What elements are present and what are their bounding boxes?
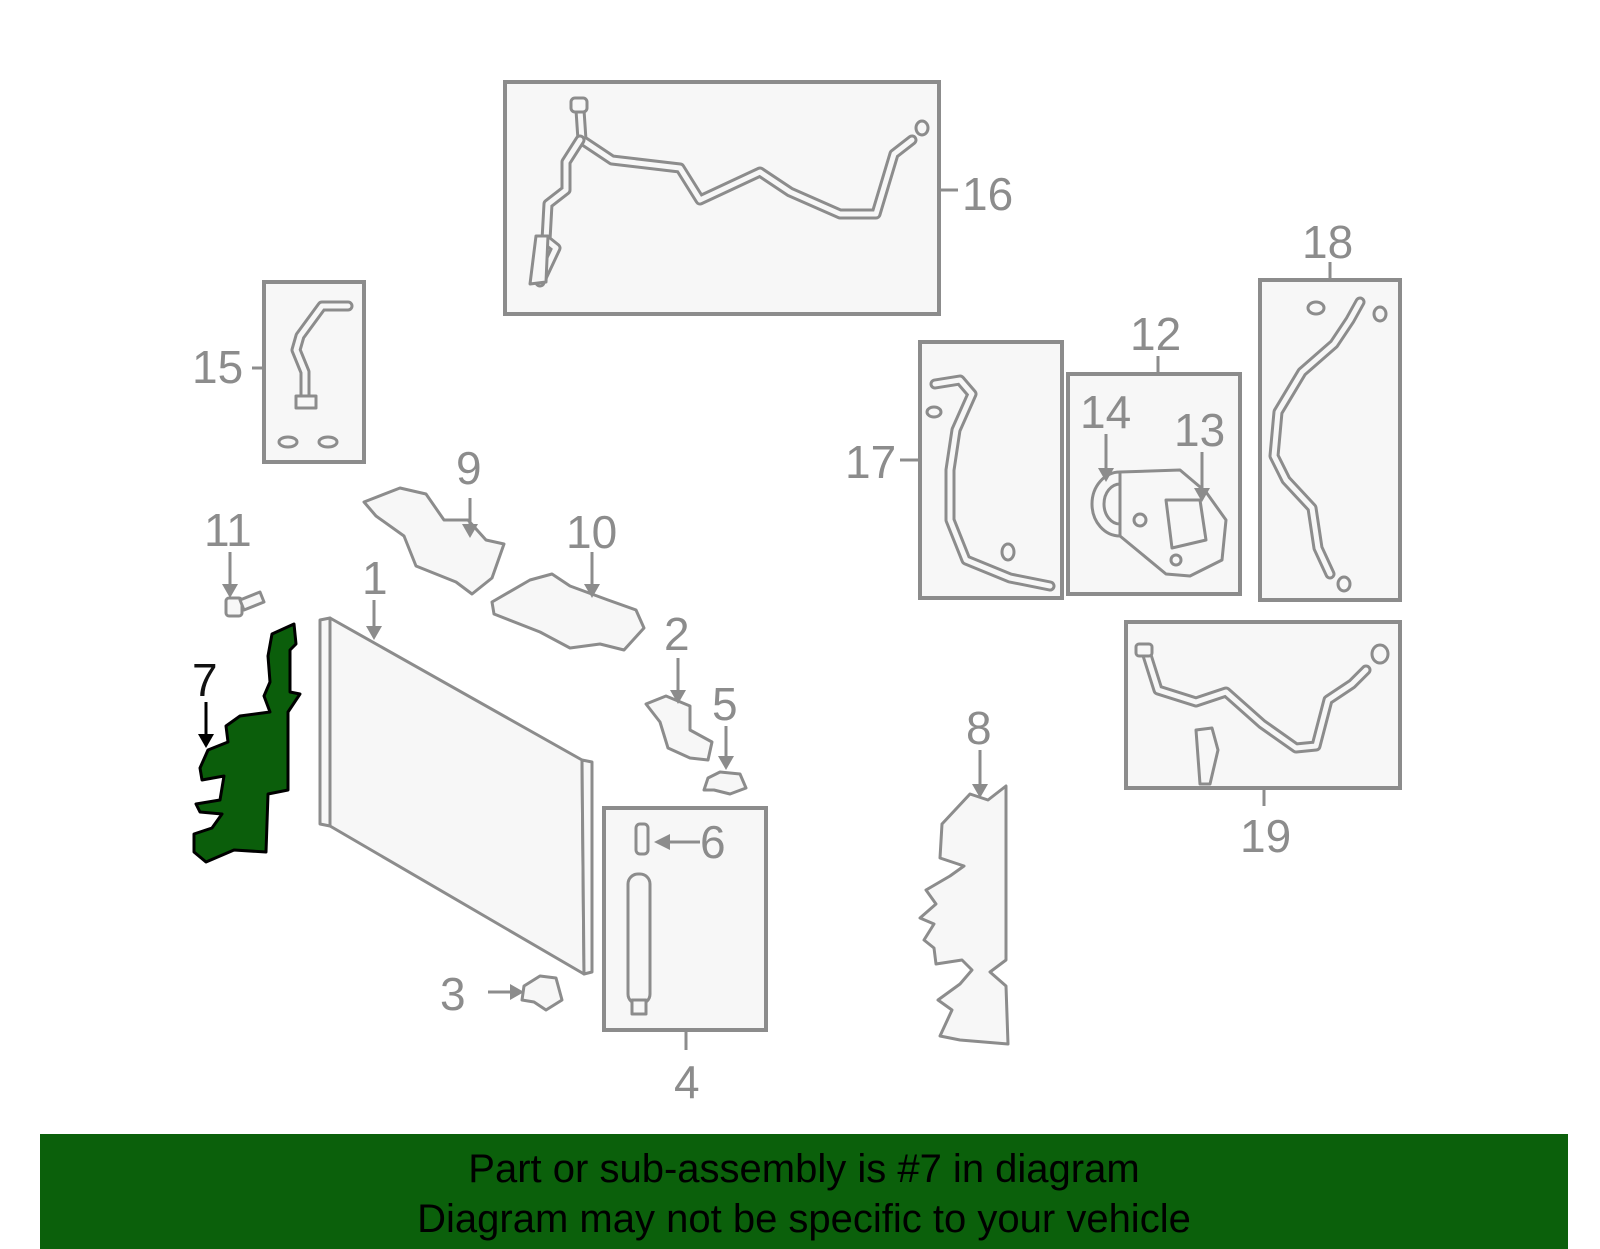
part-8-group[interactable]: 8	[918, 702, 1010, 1046]
bracket-2	[644, 694, 714, 762]
seal-8	[918, 784, 1010, 1046]
info-banner: Part or sub-assembly is #7 in diagram Di…	[40, 1134, 1568, 1249]
part-5-arrow	[718, 756, 734, 770]
part-10-arrow	[584, 584, 600, 598]
callout-2: 2	[664, 608, 690, 660]
part-17-pipe	[925, 374, 1056, 592]
bolt-11	[224, 590, 266, 618]
callout-18: 18	[1302, 216, 1353, 268]
callout-15: 15	[192, 341, 243, 393]
seal-7-highlighted	[192, 622, 302, 864]
bracket-3	[520, 974, 564, 1012]
part-2-arrow	[670, 690, 686, 704]
callout-16: 16	[962, 168, 1013, 220]
part-19-box	[1124, 620, 1402, 790]
part-18-box	[1258, 278, 1402, 602]
part-7-arrow	[198, 734, 214, 748]
part-11-arrow	[222, 584, 238, 598]
part-16-group[interactable]: 16	[503, 80, 1013, 316]
part-9-group[interactable]: 9	[362, 442, 506, 596]
part-18-pipe	[1268, 296, 1388, 593]
part-7-group[interactable]: 7	[192, 622, 302, 864]
banner-line-2: Diagram may not be specific to your vehi…	[417, 1197, 1191, 1241]
callout-6: 6	[700, 816, 726, 868]
part-18-group[interactable]: 18	[1258, 216, 1402, 602]
callout-14: 14	[1080, 386, 1131, 438]
part-1-group[interactable]: 1	[318, 552, 594, 976]
part-19-pipe	[1134, 642, 1390, 786]
part-6-arrow	[654, 834, 670, 850]
part-11-group[interactable]: 11	[204, 504, 266, 618]
callout-9: 9	[456, 442, 482, 494]
part-12-group[interactable]: 12 14 13	[1066, 308, 1242, 596]
callout-13: 13	[1174, 404, 1225, 456]
part-2-group[interactable]: 2	[644, 608, 714, 762]
callout-1: 1	[362, 552, 388, 604]
part-16-pipe	[528, 96, 930, 288]
callout-8: 8	[966, 702, 992, 754]
part-8-arrow	[972, 784, 988, 798]
clamp-5	[702, 770, 748, 796]
part-4-group[interactable]: 4 6	[602, 806, 768, 1108]
callout-11: 11	[204, 504, 252, 556]
callout-19: 19	[1240, 810, 1291, 862]
part-16-box	[503, 80, 941, 316]
part-17-group[interactable]: 17	[845, 340, 1064, 600]
part-15-pipe	[277, 300, 354, 449]
seal-10	[490, 572, 646, 652]
callout-10: 10	[566, 506, 617, 558]
part-1-arrow	[366, 626, 382, 640]
banner-line-1: Part or sub-assembly is #7 in diagram	[468, 1147, 1140, 1191]
callout-4: 4	[674, 1056, 700, 1108]
part-13-arrow	[1194, 488, 1210, 502]
part-14-arrow	[1098, 468, 1114, 482]
callout-7: 7	[192, 654, 218, 706]
seal-9	[362, 486, 506, 596]
part-3-arrow	[510, 984, 524, 1000]
part-19-group[interactable]: 19	[1124, 620, 1402, 862]
part-15-group[interactable]: 15	[192, 280, 366, 464]
part-5-group[interactable]: 5	[702, 678, 748, 796]
callout-3: 3	[440, 968, 466, 1020]
part-9-arrow	[462, 524, 478, 538]
callout-5: 5	[712, 678, 738, 730]
condenser	[328, 616, 586, 976]
receiver-drier	[626, 822, 652, 1016]
part-3-group[interactable]: 3	[440, 968, 564, 1020]
callout-17: 17	[845, 436, 896, 488]
callout-12: 12	[1130, 308, 1181, 360]
part-10-group[interactable]: 10	[490, 506, 646, 652]
